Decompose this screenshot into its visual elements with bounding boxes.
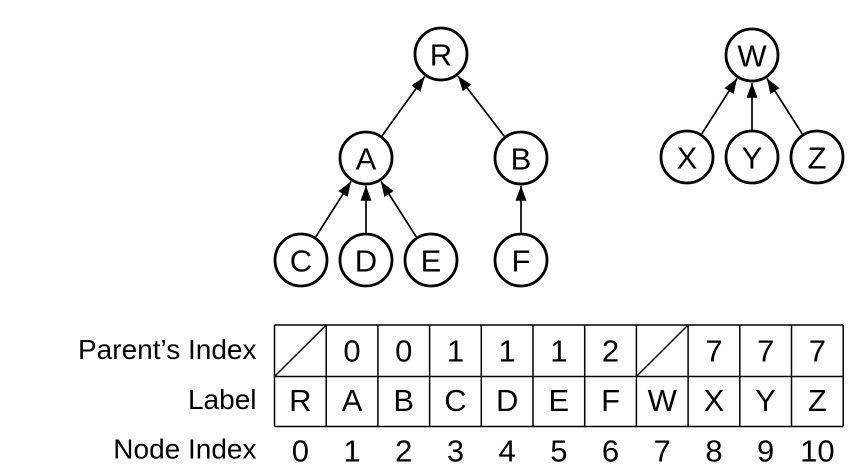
edge-A-to-R <box>381 76 426 137</box>
label-cell-7: W <box>648 383 678 418</box>
tree-node-C <box>273 232 329 288</box>
node-index-value-2: 2 <box>395 434 412 468</box>
edge-C-to-A <box>315 180 352 238</box>
tree-node-B-label: B <box>511 142 532 177</box>
node-index-row-label: Node Index <box>113 434 256 465</box>
tree-node-W-label: W <box>737 39 767 74</box>
parents-index-cell-5: 1 <box>550 334 567 369</box>
tree-node-X <box>659 129 715 185</box>
tree-node-Y <box>724 129 780 185</box>
label-cell-9: Y <box>755 383 776 418</box>
no-parent-slash <box>273 324 327 378</box>
label-cell-8: X <box>704 383 725 418</box>
tree-node-R <box>413 26 469 82</box>
label-cell-3: C <box>444 383 466 418</box>
tree-node-X-label: X <box>677 141 698 176</box>
label-cell-10: Z <box>808 383 827 418</box>
node-index-value-8: 8 <box>705 434 722 468</box>
node-index-value-7: 7 <box>654 434 671 468</box>
tree-node-F <box>493 232 549 288</box>
label-cell-1: A <box>342 383 363 418</box>
tree-node-A-label: A <box>356 142 377 177</box>
tree-rooted-at-R: R A B C D E F <box>273 26 549 288</box>
parents-index-row-label: Parent’s Index <box>78 334 257 365</box>
label-cell-5: E <box>549 383 570 418</box>
node-index-value-9: 9 <box>757 434 774 468</box>
tree-node-E-label: E <box>421 244 442 279</box>
label-row-label: Label <box>188 384 257 415</box>
node-index-value-4: 4 <box>499 434 516 468</box>
parents-index-cell-10: 7 <box>809 334 826 369</box>
node-index-value-3: 3 <box>447 434 464 468</box>
tree-rooted-at-W: W X Y Z <box>659 27 845 185</box>
node-index-value-1: 1 <box>343 434 360 468</box>
edge-B-to-R <box>457 75 505 137</box>
node-index-value-0: 0 <box>292 434 309 468</box>
tree-node-D-label: D <box>355 244 377 279</box>
tree-node-Y-label: Y <box>742 141 763 176</box>
parents-index-cell-2: 0 <box>395 334 412 369</box>
no-parent-slash <box>635 324 689 378</box>
node-index-value-6: 6 <box>602 434 619 468</box>
node-index-value-10: 10 <box>800 434 834 468</box>
edge-X-to-W <box>701 77 738 135</box>
parents-index-cell-8: 7 <box>705 334 722 369</box>
parents-index-cell-1: 0 <box>343 334 360 369</box>
tree-node-F-label: F <box>512 244 531 279</box>
parents-index-cell-9: 7 <box>757 334 774 369</box>
tree-node-B <box>493 130 549 186</box>
label-cell-6: F <box>601 383 620 418</box>
tree-node-R-label: R <box>430 38 452 73</box>
parents-index-cell-4: 1 <box>499 334 516 369</box>
tree-node-C-label: C <box>290 244 312 279</box>
tree-node-E <box>403 232 459 288</box>
label-cell-4: D <box>496 383 518 418</box>
tree-node-D <box>338 232 394 288</box>
label-cell-0: R <box>289 383 311 418</box>
edge-Z-to-W <box>766 77 803 135</box>
tree-node-A <box>338 130 394 186</box>
tree-node-Z <box>789 129 845 185</box>
node-index-value-5: 5 <box>550 434 567 468</box>
edge-E-to-A <box>380 180 417 238</box>
parents-index-cell-3: 1 <box>447 334 464 369</box>
parents-index-cell-6: 2 <box>602 334 619 369</box>
tree-node-Z-label: Z <box>808 141 827 176</box>
label-cell-2: B <box>393 383 414 418</box>
tree-node-W <box>724 27 780 83</box>
